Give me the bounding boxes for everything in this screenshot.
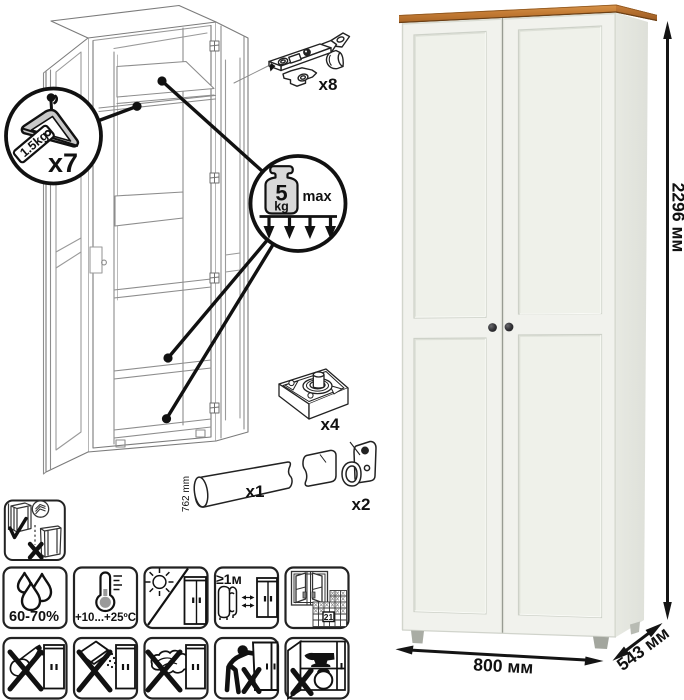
svg-text:x4: x4 [321, 415, 340, 434]
svg-text:kg: kg [274, 200, 289, 214]
svg-text:x1: x1 [246, 482, 265, 501]
svg-text:5: 5 [275, 181, 287, 206]
svg-text:≥1м: ≥1м [216, 571, 242, 587]
svg-text:60-70%: 60-70% [9, 609, 59, 625]
svg-text:x8: x8 [319, 75, 338, 94]
svg-text:x2: x2 [352, 495, 371, 514]
svg-text:+10...+25ºC: +10...+25ºC [75, 612, 136, 624]
svg-text:762 mm: 762 mm [181, 476, 192, 512]
svg-text:800 мм: 800 мм [473, 654, 534, 677]
svg-text:max: max [302, 189, 331, 205]
svg-text:2296 мм: 2296 мм [669, 183, 684, 253]
svg-text:x7: x7 [48, 148, 78, 178]
svg-text:21: 21 [324, 612, 334, 622]
